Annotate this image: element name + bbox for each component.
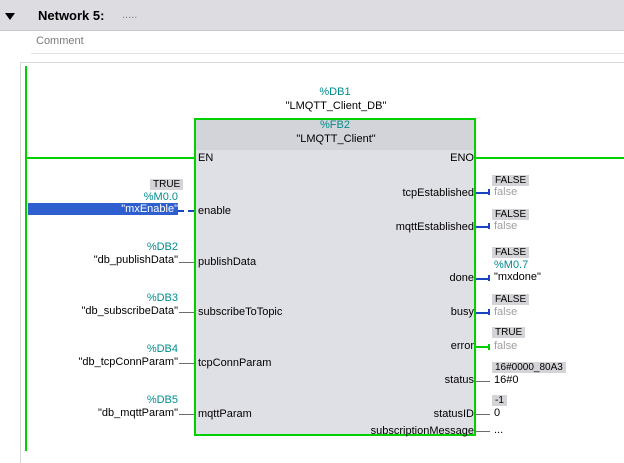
- mqtt-established-wire-end: [488, 223, 490, 229]
- busy-wire: [476, 312, 488, 314]
- enable-address: %M0.0: [143, 191, 178, 203]
- subscribe-to-topic-wire: [179, 312, 194, 313]
- tcp-established-wire-end: [488, 189, 490, 195]
- busy-monitor: FALSE: [492, 294, 530, 305]
- power-rail: [25, 66, 27, 451]
- mqtt-established-value[interactable]: false: [494, 220, 518, 232]
- tcp-conn-param-address: %DB4: [146, 343, 178, 355]
- network-header[interactable]: [0, 0, 624, 31]
- mqtt-established-wire: [476, 226, 488, 228]
- instance-db-address: %DB1: [319, 86, 351, 98]
- pin-status: status: [444, 374, 474, 386]
- network-title-placeholder[interactable]: .....: [122, 9, 138, 21]
- pin-status-id: statusID: [433, 408, 474, 420]
- status-value[interactable]: 16#0: [494, 374, 519, 386]
- collapse-triangle-icon[interactable]: [5, 13, 15, 20]
- pin-enable: enable: [198, 205, 232, 217]
- enable-monitor-value: TRUE: [150, 179, 184, 190]
- busy-value[interactable]: false: [494, 306, 518, 318]
- publish-data-wire: [179, 262, 194, 263]
- publish-data-address: %DB2: [146, 241, 178, 253]
- error-wire-end: [488, 344, 490, 350]
- enable-operand-name: "mxEnable": [121, 203, 178, 215]
- subscribe-to-topic-address: %DB3: [146, 292, 178, 304]
- tcp-established-value[interactable]: false: [494, 186, 518, 198]
- mqtt-param-address: %DB5: [146, 394, 178, 406]
- fb-name[interactable]: "LMQTT_Client": [296, 133, 376, 145]
- status-wire: [476, 381, 490, 382]
- tcp-established-wire: [476, 192, 488, 194]
- pin-tcp-conn-param: tcpConnParam: [198, 357, 272, 369]
- mqtt-param-wire: [179, 414, 194, 415]
- tcp-conn-param-wire: [179, 363, 194, 364]
- status-id-monitor: -1: [492, 395, 507, 406]
- tcp-established-monitor: FALSE: [492, 175, 530, 186]
- publish-data-operand[interactable]: "db_publishData": [93, 254, 178, 266]
- tcp-conn-param-operand[interactable]: "db_tcpConnParam": [78, 356, 178, 368]
- pin-tcp-established: tcpEstablished: [402, 187, 474, 199]
- pin-eno: ENO: [450, 152, 474, 164]
- pin-en: EN: [198, 152, 214, 164]
- enable-wire: [178, 210, 194, 212]
- busy-wire-end: [488, 309, 490, 315]
- enable-operand[interactable]: "mxEnable": [28, 203, 178, 215]
- subscription-message-wire: [476, 431, 490, 432]
- done-address: %M0.7: [494, 259, 529, 271]
- done-operand[interactable]: "mxdone": [494, 271, 541, 283]
- mqtt-established-monitor: FALSE: [492, 209, 530, 220]
- fb-address: %FB2: [320, 119, 350, 131]
- function-block-header: [196, 120, 474, 150]
- error-wire: [476, 346, 488, 348]
- status-id-value[interactable]: 0: [494, 407, 501, 419]
- error-monitor: TRUE: [492, 327, 526, 338]
- pin-mqtt-param: mqttParam: [198, 408, 252, 420]
- pin-busy: busy: [450, 306, 474, 318]
- mqtt-param-operand[interactable]: "db_mqttParam": [98, 407, 178, 419]
- pin-subscribe-to-topic: subscribeToTopic: [198, 306, 283, 318]
- subscription-message-value[interactable]: ...: [494, 424, 504, 436]
- network-title: Network 5:: [38, 8, 105, 23]
- network-comment[interactable]: Comment: [36, 35, 84, 47]
- pin-error: error: [450, 340, 474, 352]
- status-id-wire: [476, 414, 490, 415]
- en-rung-wire: [27, 157, 195, 159]
- network-comment-field[interactable]: [31, 31, 624, 54]
- pin-mqtt-established: mqttEstablished: [395, 221, 474, 233]
- error-value[interactable]: false: [494, 340, 518, 352]
- instance-db-name[interactable]: "LMQTT_Client_DB": [285, 100, 387, 112]
- pin-publish-data: publishData: [198, 256, 257, 268]
- done-wire: [476, 278, 488, 280]
- pin-done: done: [449, 272, 474, 284]
- eno-rung-wire: [476, 157, 624, 159]
- done-monitor: FALSE: [492, 247, 530, 258]
- status-monitor: 16#0000_80A3: [492, 362, 566, 373]
- subscribe-to-topic-operand[interactable]: "db_subscribeData": [81, 305, 178, 317]
- done-wire-end: [488, 275, 490, 281]
- ladder-area: [20, 62, 624, 463]
- pin-subscription-message: subscriptionMessage: [370, 425, 474, 437]
- function-block[interactable]: [194, 118, 476, 436]
